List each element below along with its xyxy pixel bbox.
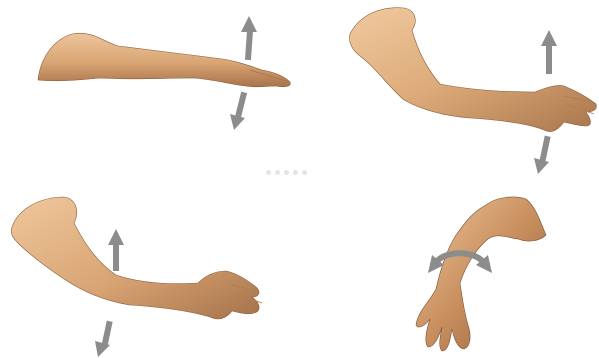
arm-panel-extended [0, 0, 300, 179]
carousel-dot [284, 170, 289, 175]
arrow-up-icon [541, 30, 557, 74]
arm-panel-raised [300, 0, 599, 179]
carousel-dot [293, 170, 298, 175]
arrow-down-icon [95, 321, 113, 357]
arrow-up-icon [241, 16, 257, 60]
carousel-dots [266, 170, 310, 176]
carousel-dot [302, 170, 307, 175]
arm-shape [11, 197, 262, 319]
arm-panel-hanging [300, 179, 599, 358]
arm-shape [38, 33, 290, 87]
arrow-down-icon [230, 92, 247, 130]
arrow-down-icon [534, 136, 551, 174]
arrow-up-icon [108, 229, 124, 271]
arm-shape [416, 197, 546, 351]
arm-shape [349, 8, 596, 132]
carousel-dot [275, 170, 280, 175]
carousel-dot [266, 170, 271, 175]
arm-panel-diagonal [0, 179, 300, 358]
